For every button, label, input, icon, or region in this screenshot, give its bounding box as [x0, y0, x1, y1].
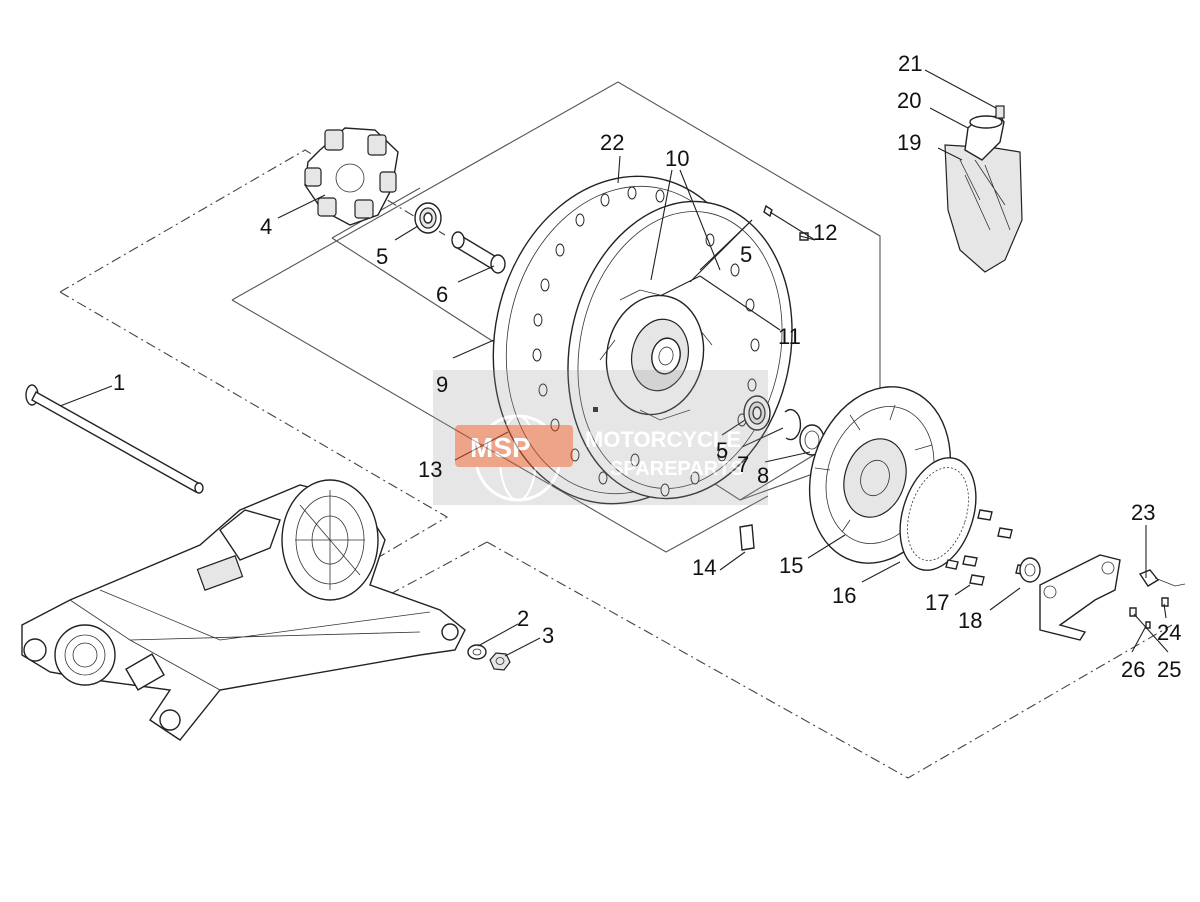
callout-4: 4: [260, 214, 272, 239]
callout-5-right: 5: [716, 438, 728, 463]
callout-14: 14: [692, 555, 716, 580]
cush-drive-rubbers: [304, 127, 399, 226]
washer-and-nut: [467, 644, 511, 671]
watermark-line2: SPAREPARTS: [610, 458, 744, 480]
rear-axle: [25, 384, 204, 494]
callout-26: 26: [1121, 657, 1145, 682]
callout-5-left: 5: [376, 244, 388, 269]
caliper-spacer: [1019, 557, 1041, 583]
leader-lines: [59, 69, 1169, 657]
callout-21: 21: [898, 51, 922, 76]
watermark-logo-box: [455, 425, 573, 467]
watermark-logo-text: MSP: [470, 432, 531, 463]
callout-12: 12: [813, 220, 837, 245]
callout-9: 9: [436, 372, 448, 397]
callout-2: 2: [517, 606, 529, 631]
callout-10: 10: [665, 146, 689, 171]
callout-23: 23: [1131, 500, 1155, 525]
callout-24: 24: [1157, 620, 1181, 645]
callout-8: 8: [757, 463, 769, 488]
swingarm: [21, 479, 466, 741]
callout-7: 7: [737, 452, 749, 477]
rim-holes: [532, 186, 760, 497]
callout-19: 19: [897, 130, 921, 155]
callout-5-center: 5: [740, 242, 752, 267]
callout-22: 22: [600, 130, 624, 155]
callout-11: 11: [778, 324, 801, 349]
watermark: MSP MOTORCYCLE SPAREPARTS: [433, 370, 768, 505]
callout-3: 3: [542, 623, 554, 648]
callout-20: 20: [897, 88, 921, 113]
callout-labels: 1 2 3 4 5 5 5 6 7 8 9 10 11 12 13 14 15 …: [113, 51, 1181, 682]
dashdot-frame-right: [382, 541, 1173, 779]
watermark-line1: MOTORCYCLE: [585, 427, 741, 452]
bearing-left: [414, 202, 442, 234]
callout-1: 1: [113, 370, 125, 395]
callout-6: 6: [436, 282, 448, 307]
abs-sensor-bracket: [1039, 554, 1186, 641]
callout-25: 25: [1157, 657, 1181, 682]
callout-16: 16: [832, 583, 856, 608]
balance-weight: [739, 524, 755, 551]
abs-tone-ring: [899, 457, 977, 571]
tyre-tube-valve: [944, 105, 1023, 273]
callout-15: 15: [779, 553, 803, 578]
spacer: [451, 231, 506, 274]
bearing-right-set: [743, 395, 825, 456]
rear-wheel: [492, 175, 809, 505]
callout-17: 17: [925, 590, 949, 615]
callout-18: 18: [958, 608, 982, 633]
valve-hole: [593, 407, 598, 412]
callout-13: 13: [418, 457, 442, 482]
